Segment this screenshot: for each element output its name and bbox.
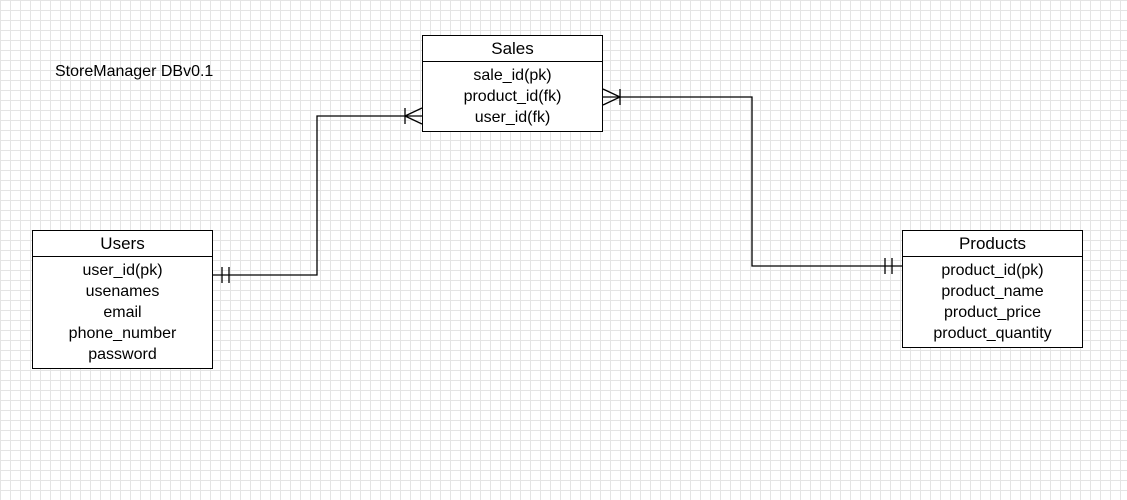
- crows-foot-mark: [602, 96, 621, 106]
- attribute: product_id(fk): [463, 88, 562, 105]
- attribute: product_id(pk): [941, 262, 1044, 279]
- attribute-list: product_id(pk) product_name product_pric…: [903, 257, 1082, 344]
- attribute-list: user_id(pk) usenames email phone_number …: [33, 257, 212, 365]
- crows-foot-mark: [404, 107, 423, 117]
- attribute: usenames: [85, 283, 160, 300]
- entity-products[interactable]: Products product_id(pk) product_name pro…: [902, 230, 1083, 348]
- entity-name: Users: [33, 231, 212, 257]
- attribute-list: sale_id(pk) product_id(fk) user_id(fk): [423, 62, 602, 128]
- entity-users[interactable]: Users user_id(pk) usenames email phone_n…: [32, 230, 213, 369]
- crows-foot-mark: [602, 88, 621, 98]
- attribute: phone_number: [68, 325, 177, 342]
- products-sales-relationship[interactable]: [602, 88, 902, 274]
- entity-name: Sales: [423, 36, 602, 62]
- attribute: product_price: [944, 304, 1041, 321]
- users-sales-relationship[interactable]: [213, 107, 423, 283]
- attribute: user_id(fk): [474, 109, 551, 126]
- attribute: user_id(pk): [82, 262, 163, 279]
- attribute: password: [88, 346, 157, 363]
- attribute: email: [103, 304, 142, 321]
- attribute: product_name: [941, 283, 1044, 300]
- diagram-title: StoreManager DBv0.1: [55, 63, 214, 80]
- attribute: sale_id(pk): [473, 67, 552, 84]
- entity-sales[interactable]: Sales sale_id(pk) product_id(fk) user_id…: [422, 35, 603, 132]
- attribute: product_quantity: [933, 325, 1052, 342]
- crows-foot-mark: [404, 115, 423, 125]
- entity-name: Products: [903, 231, 1082, 257]
